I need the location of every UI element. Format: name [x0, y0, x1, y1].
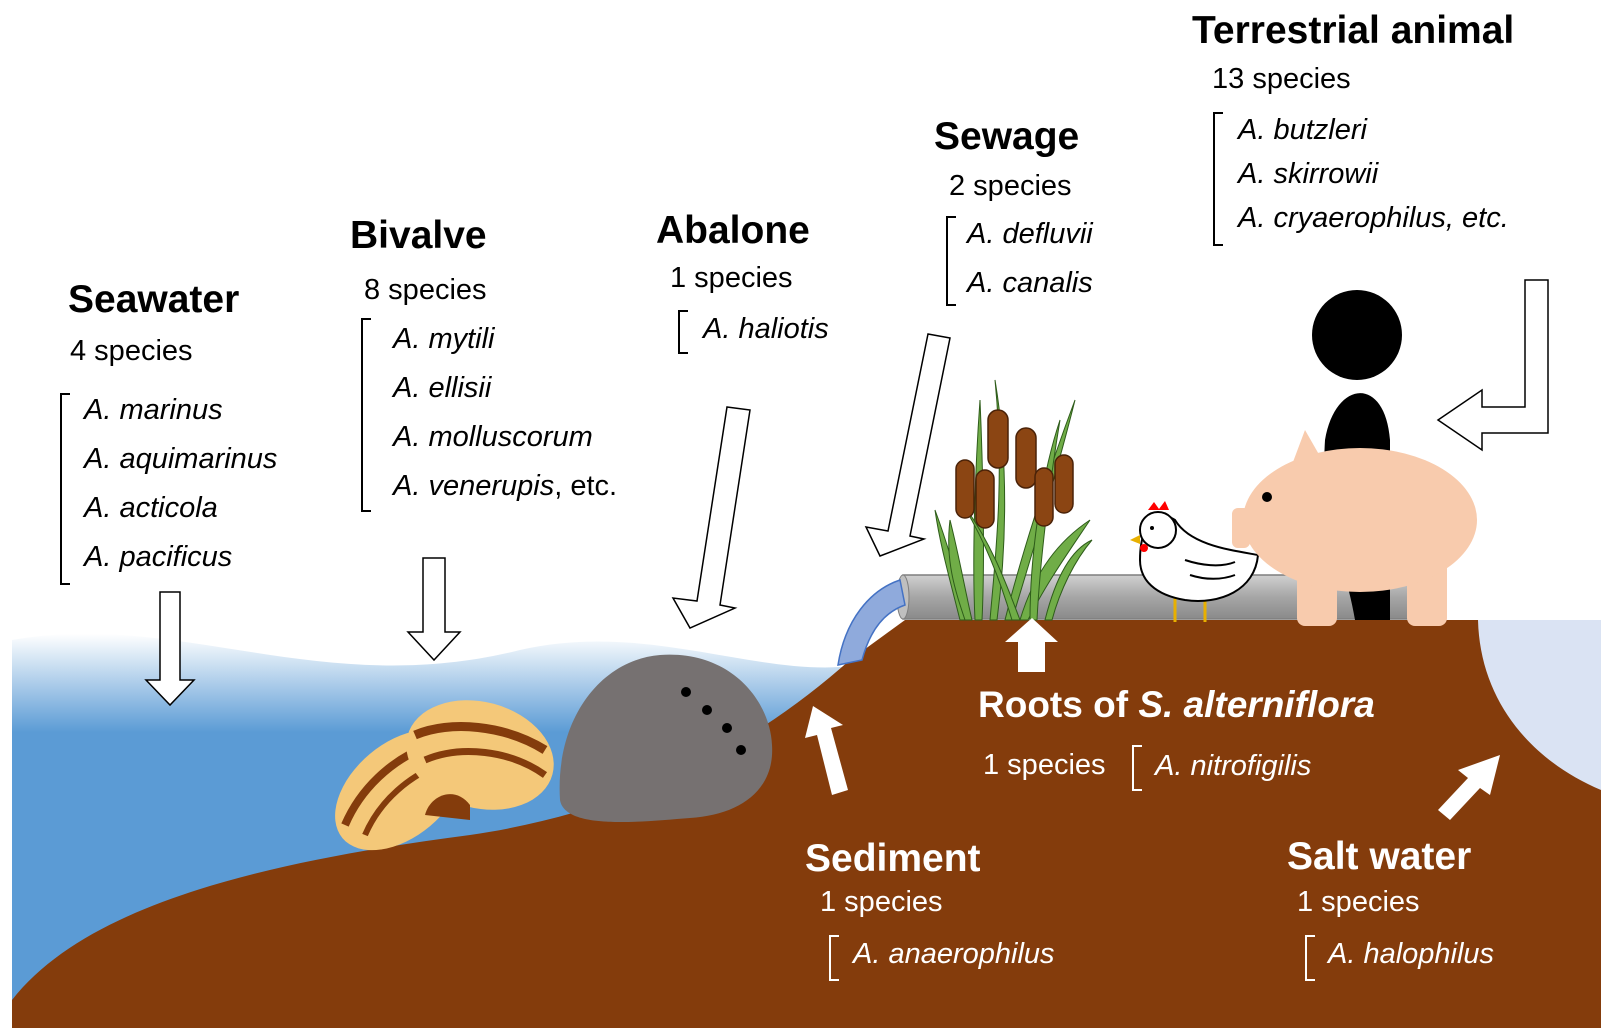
species-name: A. cryaerophilus, etc.: [1238, 196, 1509, 240]
roots-title-prefix: Roots of: [978, 684, 1138, 725]
species-name: A. nitrofigilis: [1155, 742, 1311, 791]
species-name: A. halophilus: [1328, 930, 1494, 979]
abalone-hole: [722, 723, 732, 733]
bivalve-count: 8 species: [364, 272, 487, 308]
sediment-species-list: A. anaerophilus: [853, 930, 1055, 979]
species-name: A. venerupis: [393, 470, 554, 502]
terrestrial-bracket: [1213, 112, 1223, 246]
roots-title-species: S. alterniflora: [1138, 684, 1374, 725]
roots-count: 1 species: [983, 747, 1106, 783]
species-name: A. acticola: [84, 484, 277, 533]
species-name: A. haliotis: [703, 305, 829, 354]
bivalve-title: Bivalve: [350, 213, 487, 259]
abalone-bracket: [678, 310, 688, 354]
species-name: A. marinus: [84, 386, 277, 435]
abalone-hole: [681, 687, 691, 697]
abalone-species-list: A. haliotis: [703, 305, 829, 354]
species-name: A. pacificus: [84, 533, 277, 582]
seawater-species-list: A. marinus A. aquimarinus A. acticola A.…: [84, 386, 277, 582]
species-name: A. mytili: [393, 315, 617, 364]
abalone-title: Abalone: [656, 208, 810, 254]
sewage-species-list: A. defluvii A. canalis: [967, 210, 1093, 308]
abalone-hole: [736, 745, 746, 755]
sediment-title: Sediment: [805, 836, 981, 882]
species-name: A. aquimarinus: [84, 435, 277, 484]
saltwater-bracket: [1305, 935, 1315, 981]
roots-title: Roots of S. alterniflora: [978, 682, 1375, 728]
species-name-with-suffix: A. venerupis, etc.: [393, 462, 617, 511]
bivalve-species-list: A. mytili A. ellisii A. molluscorum A. v…: [393, 315, 617, 511]
roots-species-list: A. nitrofigilis: [1155, 742, 1311, 791]
sediment-count: 1 species: [820, 884, 943, 920]
sewage-count: 2 species: [949, 168, 1072, 204]
sewage-title: Sewage: [934, 114, 1079, 160]
species-name: A. canalis: [967, 259, 1093, 308]
species-suffix: , etc.: [554, 470, 617, 502]
abalone-arrow: [673, 407, 750, 628]
species-name: A. molluscorum: [393, 413, 617, 462]
bivalve-arrow: [408, 558, 460, 660]
sewage-bracket: [946, 216, 956, 306]
terrestrial-species-list: A. butzleri A. skirrowii A. cryaerophilu…: [1238, 108, 1509, 240]
terrestrial-title: Terrestrial animal: [1192, 8, 1514, 54]
saltwater-title: Salt water: [1287, 834, 1471, 880]
saltwater-count: 1 species: [1297, 884, 1420, 920]
terrestrial-count: 13 species: [1212, 61, 1351, 97]
seawater-bracket: [60, 393, 70, 585]
species-name: A. defluvii: [967, 210, 1093, 259]
species-name: A. anaerophilus: [853, 930, 1055, 979]
seawater-count: 4 species: [70, 333, 193, 369]
abalone-count: 1 species: [670, 260, 793, 296]
saltwater-species-list: A. halophilus: [1328, 930, 1494, 979]
species-name: A. skirrowii: [1238, 152, 1509, 196]
cattail-heads: [956, 410, 1073, 528]
seawater-title: Seawater: [68, 277, 239, 323]
terrestrial-arrow: [1438, 280, 1548, 450]
species-name: A. ellisii: [393, 364, 617, 413]
species-name: A. butzleri: [1238, 108, 1509, 152]
abalone-hole: [702, 705, 712, 715]
sediment-bracket: [829, 935, 839, 981]
roots-bracket: [1132, 745, 1142, 791]
bivalve-bracket: [361, 318, 371, 512]
